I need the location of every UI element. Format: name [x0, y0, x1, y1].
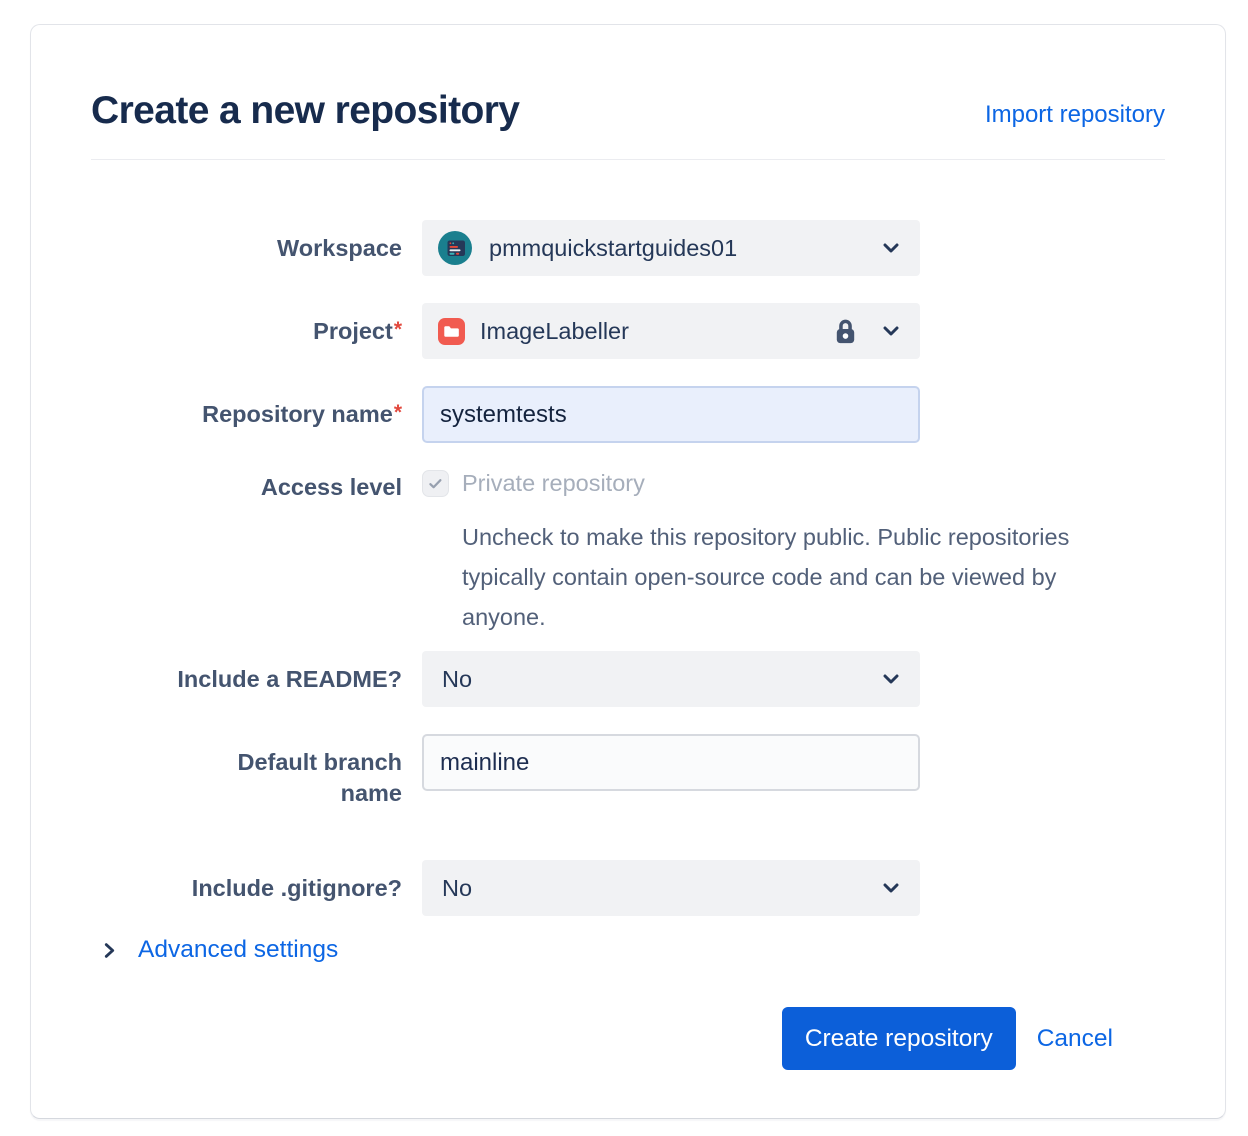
workspace-avatar-icon: [438, 231, 472, 265]
default-branch-input[interactable]: [422, 734, 920, 791]
create-repository-card: Create a new repository Import repositor…: [30, 24, 1226, 1119]
default-branch-row: Default branch name: [91, 734, 1165, 809]
chevron-down-icon: [880, 877, 902, 899]
cancel-link[interactable]: Cancel: [1036, 1024, 1113, 1052]
include-gitignore-select[interactable]: No: [422, 860, 920, 917]
include-readme-label: Include a README?: [177, 666, 402, 692]
chevron-down-icon: [880, 320, 902, 342]
default-branch-label: Default branch name: [237, 749, 402, 807]
include-readme-value: No: [442, 665, 473, 692]
header-divider: [91, 159, 1165, 160]
create-repository-button[interactable]: Create repository: [781, 1007, 1016, 1071]
create-repository-form: Workspace: [91, 220, 1165, 1071]
include-gitignore-row: Include .gitignore? No: [91, 860, 1165, 917]
include-readme-select[interactable]: No: [422, 651, 920, 707]
chevron-down-icon: [880, 668, 902, 690]
access-level-help-text: Uncheck to make this repository public. …: [462, 524, 1070, 630]
form-footer: Create repository Cancel: [91, 1007, 1165, 1071]
include-gitignore-value: No: [442, 874, 473, 901]
workspace-label: Workspace: [277, 235, 402, 261]
workspace-value: pmmquickstartguides01: [489, 234, 738, 261]
repository-name-row: Repository name*: [91, 386, 1165, 443]
page-title: Create a new repository: [91, 89, 520, 132]
advanced-settings-label: Advanced settings: [138, 936, 339, 964]
chevron-down-icon: [880, 237, 902, 259]
advanced-settings-toggle[interactable]: Advanced settings: [101, 936, 338, 964]
repository-name-input[interactable]: [422, 386, 920, 443]
required-asterisk: *: [393, 318, 402, 341]
chevron-right-icon: [101, 942, 118, 959]
required-asterisk: *: [393, 401, 402, 424]
workspace-row: Workspace: [91, 220, 1165, 276]
lock-icon: [833, 317, 858, 346]
access-level-label: Access level: [260, 474, 402, 500]
project-label: Project*: [313, 318, 402, 344]
project-value: ImageLabeller: [480, 317, 629, 344]
workspace-select[interactable]: pmmquickstartguides01: [422, 220, 920, 276]
repository-name-label: Repository name*: [202, 401, 402, 427]
project-select[interactable]: ImageLabeller: [422, 303, 920, 359]
private-repository-label: Private repository: [462, 470, 645, 496]
project-folder-icon: [438, 317, 465, 345]
card-header: Create a new repository Import repositor…: [91, 89, 1165, 133]
include-readme-row: Include a README? No: [91, 651, 1165, 707]
access-level-row: Access level Private repository Uncheck …: [91, 470, 1165, 637]
project-row: Project* ImageLabeller: [91, 303, 1165, 359]
import-repository-link[interactable]: Import repository: [984, 101, 1165, 128]
private-repository-checkbox[interactable]: [422, 470, 449, 497]
include-gitignore-label: Include .gitignore?: [191, 875, 402, 902]
